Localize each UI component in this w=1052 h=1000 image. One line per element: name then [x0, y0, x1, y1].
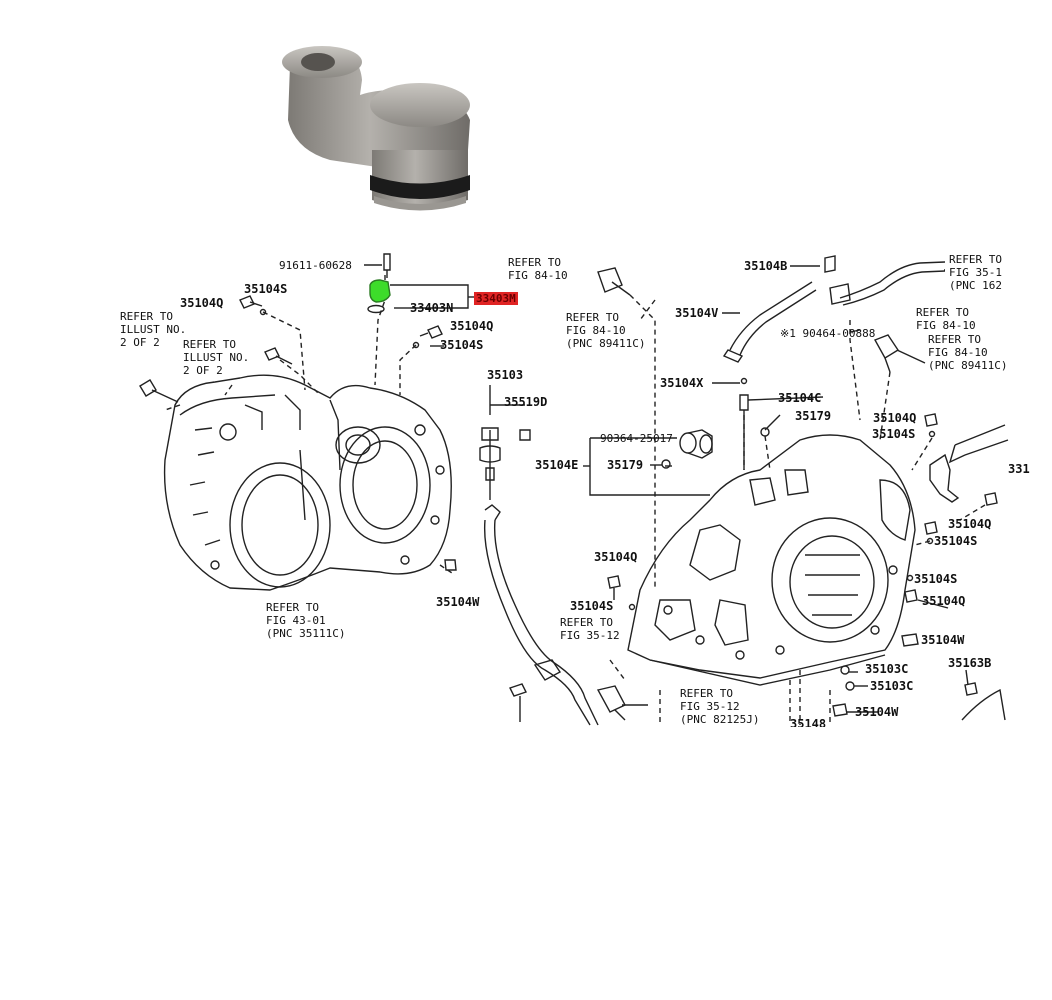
label-refer-fig-84-10-a: REFER TO FIG 84-10 [508, 256, 568, 282]
bracket-35104e [583, 437, 710, 496]
label-refer-fig-84-10-c: REFER TO FIG 84-10 [916, 306, 976, 332]
label-35104q-d: 35104Q [948, 517, 992, 531]
oil-cooler-hose [824, 255, 946, 306]
label-35103c-b: 35103C [870, 679, 914, 693]
label-35519d: 35519D [504, 395, 548, 409]
label-refer-fig-84-10-b: REFER TO FIG 84-10 (PNC 89411C) [566, 311, 646, 350]
label-331: 331 [1008, 462, 1030, 476]
filter-90364 [679, 429, 713, 459]
label-35104q-e: 35104Q [594, 550, 638, 564]
label-33403n: 33403N [410, 301, 454, 315]
converter-housing [163, 374, 452, 591]
label-35104x: 35104X [660, 376, 704, 390]
label-35104v: 35104V [675, 306, 719, 320]
label-35104w-a: 35104W [436, 595, 480, 609]
label-refer-fig-35-14: REFER TO FIG 35-1 (PNC 162 [949, 253, 1002, 292]
label-90464-00888: ※1 90464-00888 [780, 327, 876, 340]
label-33403m-highlighted: 33403M [474, 292, 518, 305]
label-35104q-b: 35104Q [450, 319, 494, 333]
label-35179-a: 35179 [795, 409, 832, 423]
label-35104c: 35104C [778, 391, 822, 405]
photo-body [282, 46, 470, 211]
label-35104s-b: 35104S [440, 338, 484, 352]
label-35104b: 35104B [744, 259, 788, 273]
bracket-331 [929, 424, 1009, 721]
label-90364-25017: 90364-25017 [600, 432, 673, 445]
hose-35104v [722, 281, 817, 363]
label-refer-fig-35-12-b: REFER TO FIG 35-12 (PNC 82125J) [680, 687, 760, 726]
label-35104w-b: 35104W [921, 633, 965, 647]
label-35104s-a: 35104S [244, 282, 288, 296]
label-35104w-c: 35104W [855, 705, 899, 719]
label-35104q-c: 35104Q [873, 411, 917, 425]
label-35103c-a: 35103C [865, 662, 909, 676]
leader-lines-left [164, 275, 456, 576]
label-35104s-e: 35104S [914, 572, 958, 586]
label-35103: 35103 [487, 368, 524, 382]
label-35104q-a: 35104Q [180, 296, 224, 310]
label-35179-b: 35179 [607, 458, 644, 472]
leader-lines-right [609, 294, 986, 725]
case-bolts [607, 377, 938, 717]
label-35104q-f: 35104Q [922, 594, 966, 608]
label-35104s-d: 35104S [934, 534, 978, 548]
bracket-33403 [390, 284, 475, 309]
label-91611-60628: 91611-60628 [279, 259, 352, 272]
label-refer-fig-35-12-a: REFER TO FIG 35-12 [560, 616, 620, 642]
label-35163b: 35163B [948, 656, 992, 670]
label-35104s-c: 35104S [872, 427, 916, 441]
dipstick-tube [479, 385, 599, 726]
label-refer-illust-1: REFER TO ILLUST NO. 2 OF 2 [120, 310, 187, 349]
label-35104s-f: 35104S [570, 599, 614, 613]
label-refer-fig-43-01: REFER TO FIG 43-01 (PNC 35111C) [266, 601, 346, 640]
housing-bolts [139, 295, 457, 571]
label-35148: 35148 [790, 718, 827, 727]
label-refer-fig-84-10-d: REFER TO FIG 84-10 (PNC 89411C) [928, 333, 1008, 372]
callout-lines [364, 264, 969, 713]
label-refer-illust-2: REFER TO ILLUST NO. 2 OF 2 [183, 338, 250, 377]
speed-sensor [596, 267, 899, 721]
lever-part-33403m [367, 253, 391, 314]
label-35104e: 35104E [535, 458, 579, 472]
